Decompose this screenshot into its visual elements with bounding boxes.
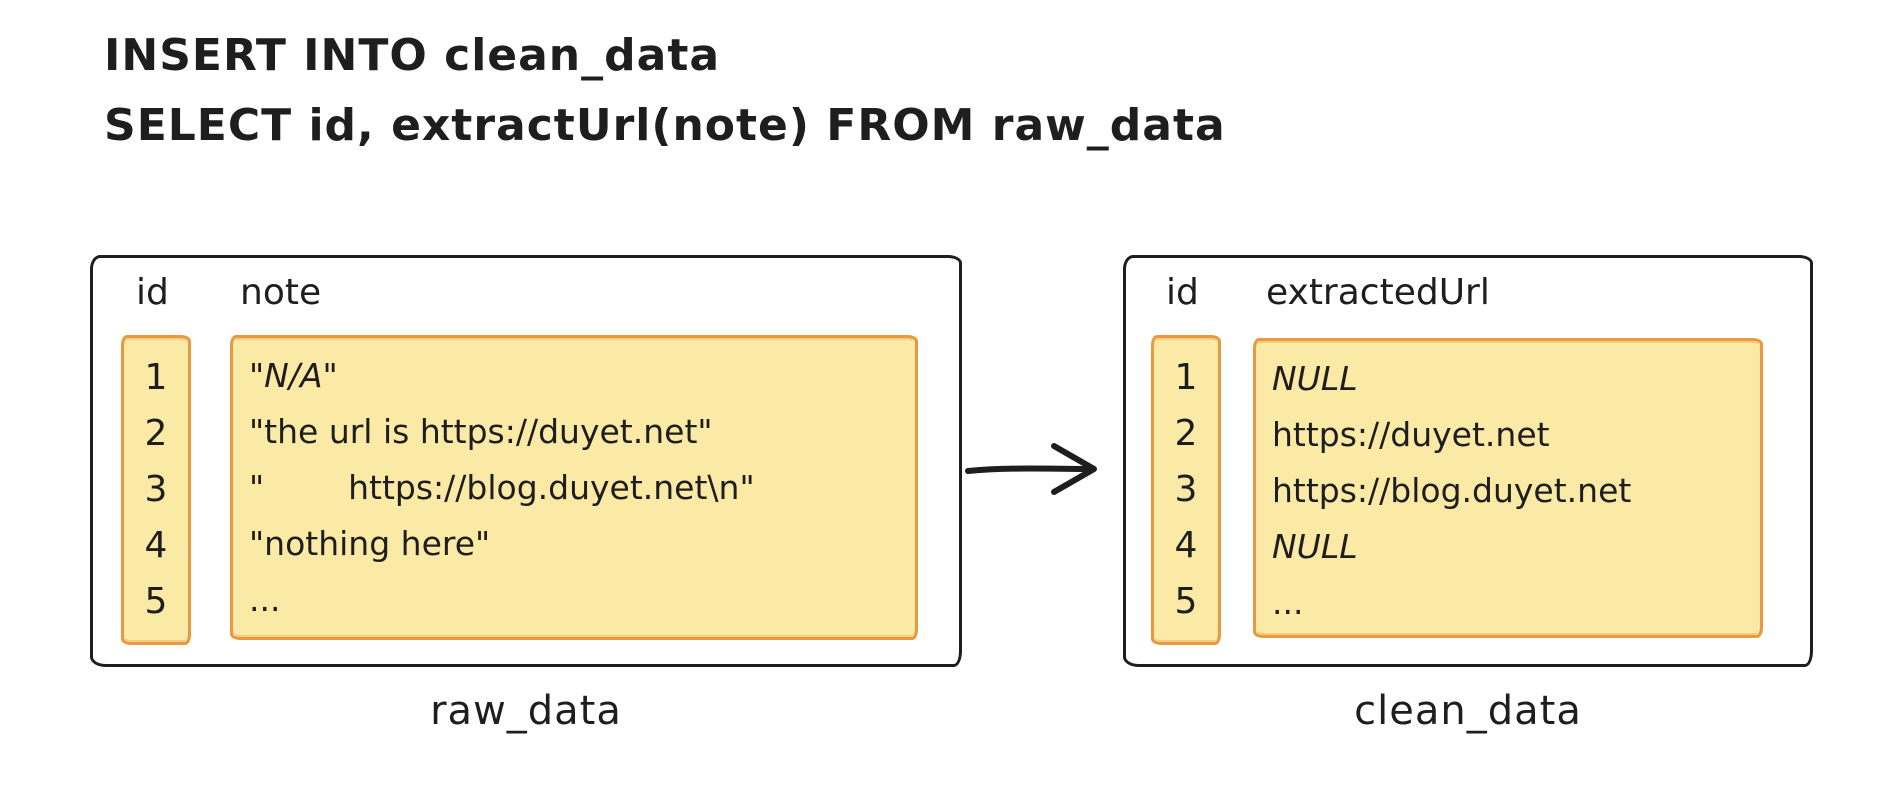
row-id: 5 <box>144 581 168 622</box>
row-id: 2 <box>1174 413 1198 454</box>
right-arrow-icon <box>965 443 1097 495</box>
row-id: 2 <box>144 413 168 454</box>
raw-note-column-highlight: "N/A" "the url is https://duyet.net" " h… <box>230 335 918 640</box>
sql-statement-line-1: INSERT INTO clean_data <box>104 30 721 81</box>
row-id: 1 <box>144 357 168 398</box>
row-value: " https://blog.duyet.net\n" <box>249 468 755 507</box>
clean-id-column-highlight: 1 2 3 4 5 <box>1151 335 1221 645</box>
clean-data-table: id extractedUrl 1 2 3 4 5 NULL https://d… <box>1123 255 1813 667</box>
row-value: ... <box>249 580 281 619</box>
table-label-clean-data: clean_data <box>1354 688 1582 734</box>
row-value: NULL <box>1272 359 1358 398</box>
clean-column-header-id: id <box>1166 272 1199 313</box>
row-id: 4 <box>144 525 168 566</box>
row-value: https://duyet.net <box>1272 415 1550 454</box>
row-value: ... <box>1272 583 1304 622</box>
raw-column-header-id: id <box>136 272 169 313</box>
raw-data-table: id note 1 2 3 4 5 "N/A" "the url is http… <box>90 255 962 667</box>
clean-column-header-extractedurl: extractedUrl <box>1266 272 1490 313</box>
row-id: 4 <box>1174 525 1198 566</box>
table-label-raw-data: raw_data <box>430 688 622 734</box>
sql-statement-line-2: SELECT id, extractUrl(note) FROM raw_dat… <box>104 100 1226 151</box>
row-id: 5 <box>1174 581 1198 622</box>
row-id: 3 <box>1174 469 1198 510</box>
raw-id-column-highlight: 1 2 3 4 5 <box>121 335 191 645</box>
row-id: 1 <box>1174 357 1198 398</box>
row-value: "nothing here" <box>249 524 491 563</box>
clean-extractedurl-column-highlight: NULL https://duyet.net https://blog.duye… <box>1253 338 1763 638</box>
row-id: 3 <box>144 469 168 510</box>
row-value: "N/A" <box>249 356 338 395</box>
row-value: NULL <box>1272 527 1358 566</box>
raw-column-header-note: note <box>240 272 322 313</box>
row-value: "the url is https://duyet.net" <box>249 412 713 451</box>
row-value: https://blog.duyet.net <box>1272 471 1632 510</box>
